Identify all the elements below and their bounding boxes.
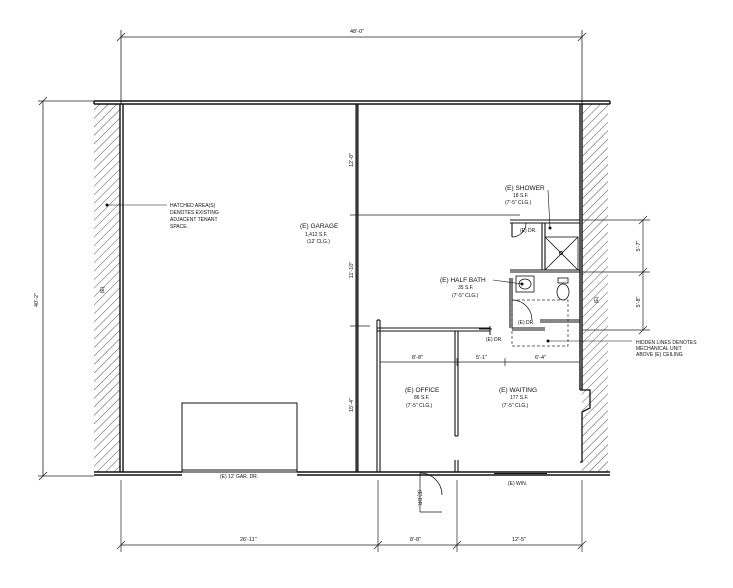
room-width-dimension <box>379 358 581 366</box>
garage-depth-bottom: 15'-4" <box>349 398 355 412</box>
half-bath-leader-dot <box>520 282 524 286</box>
half-bath-name: (E) HALF BATH <box>440 277 486 284</box>
left-tenant-label: (E) <box>100 286 106 293</box>
garage-door <box>181 402 298 473</box>
toilet-icon <box>556 277 570 301</box>
dimension-overall-width <box>116 30 587 104</box>
shower-ceiling: (7'-5" CLG.) <box>505 200 532 206</box>
right-dimension-chain <box>582 215 650 335</box>
hatch-note-line-1: HATCHED AREA(S) <box>170 203 216 209</box>
hidden-note-line-2: MECHANICAL UNIT <box>636 346 682 352</box>
waiting-name: (E) WAITING <box>499 387 537 394</box>
office-area: 86 S.F. <box>414 395 430 401</box>
waiting-bumpout-wall <box>580 389 591 463</box>
corridor-door <box>479 326 492 335</box>
corridor-door-label: (E) DR. <box>486 337 503 343</box>
right-tenant-hatch <box>582 104 608 472</box>
garage-depth-top: 12'-0" <box>349 153 355 167</box>
waiting-width-dim: 6'-4" <box>535 355 546 361</box>
shower-door-label: (E) DR. <box>520 228 537 234</box>
bath-height-dim: 5'-8" <box>636 296 642 307</box>
waiting-ceiling: (7'-5" CLG.) <box>502 403 529 409</box>
left-tenant-hatch <box>94 104 120 472</box>
corridor-width-dim: 5'-1" <box>476 355 487 361</box>
shower-leader-dot <box>548 226 552 230</box>
office-label: (E) OFFICE 86 S.F. (7'-5" CLG.) <box>405 387 440 409</box>
hidden-note: HIDDEN LINES DENOTES MECHANICAL UNIT ABO… <box>636 340 697 358</box>
hidden-note-line-3: ABOVE (E) CEILING <box>636 352 683 358</box>
door-swings <box>419 222 533 513</box>
half-bath-ceiling: (7'-5" CLG.) <box>452 293 479 299</box>
entry-door-label: (E) DR. <box>416 490 422 507</box>
hidden-note-dot <box>546 339 550 343</box>
office-name: (E) OFFICE <box>405 387 440 394</box>
garage-door-label: (E) 12' GAR. DR. <box>220 474 258 480</box>
hatch-note-dot <box>105 203 109 207</box>
right-tenant-label: (E) <box>594 296 600 303</box>
office-ceiling: (7'-5" CLG.) <box>406 403 433 409</box>
bath-door-label: (E) DR. <box>518 320 535 326</box>
half-bath-area: 35 S.F. <box>458 285 474 291</box>
shower-leader <box>547 189 551 229</box>
shower-area: 18 S.F. <box>513 193 529 199</box>
shower-name: (E) SHOWER <box>505 185 545 192</box>
office-width-dim: 8'-8" <box>412 355 423 361</box>
garage-name: (E) GARAGE <box>300 223 339 230</box>
bottom-dimension-chain <box>116 480 587 552</box>
hatch-note-line-2: DENOTES EXISTING <box>170 210 219 216</box>
shower-stall <box>544 236 579 271</box>
waiting-area: 177 S.F. <box>510 395 528 401</box>
window-label: (E) WIN. <box>508 481 527 487</box>
overall-depth-label: 40'-2" <box>34 293 40 307</box>
bottom-left-dim: 26'-11" <box>240 537 257 543</box>
bottom-mid-dim: 8'-8" <box>410 537 421 543</box>
hatch-note: HATCHED AREA(S) DENOTES EXISTING ADJACEN… <box>170 203 219 230</box>
overall-width-label: 48'-0" <box>350 29 364 35</box>
hidden-note-line-1: HIDDEN LINES DENOTES <box>636 340 697 346</box>
shower-height-dim: 5'-7" <box>636 240 642 251</box>
shower-label: (E) SHOWER 18 S.F. (7'-5" CLG.) <box>505 185 545 206</box>
mechanical-unit-hidden <box>511 299 569 347</box>
garage-depth-mid: 11'-10" <box>349 262 355 279</box>
hatch-note-line-3: ADJACENT TENANT <box>170 217 218 223</box>
sink-icon <box>515 275 535 293</box>
garage-ceiling: (12' CLG.) <box>307 239 330 245</box>
garage-depth-dimension <box>350 104 520 472</box>
half-bath-label: (E) HALF BATH 35 S.F. (7'-5" CLG.) <box>440 277 486 299</box>
exterior-walls <box>93 100 611 476</box>
window <box>494 471 547 476</box>
dimension-overall-depth <box>38 96 94 481</box>
garage-label: (E) GARAGE 1,412 S.F. (12' CLG.) <box>300 223 339 245</box>
half-bath-leader <box>492 279 523 285</box>
garage-area: 1,412 S.F. <box>305 232 328 238</box>
hatch-note-line-4: SPACE. <box>170 224 188 230</box>
interior-walls <box>355 104 580 472</box>
waiting-label: (E) WAITING 177 S.F. (7'-5" CLG.) <box>499 387 537 409</box>
bottom-right-dim: 12'-5" <box>512 537 526 543</box>
